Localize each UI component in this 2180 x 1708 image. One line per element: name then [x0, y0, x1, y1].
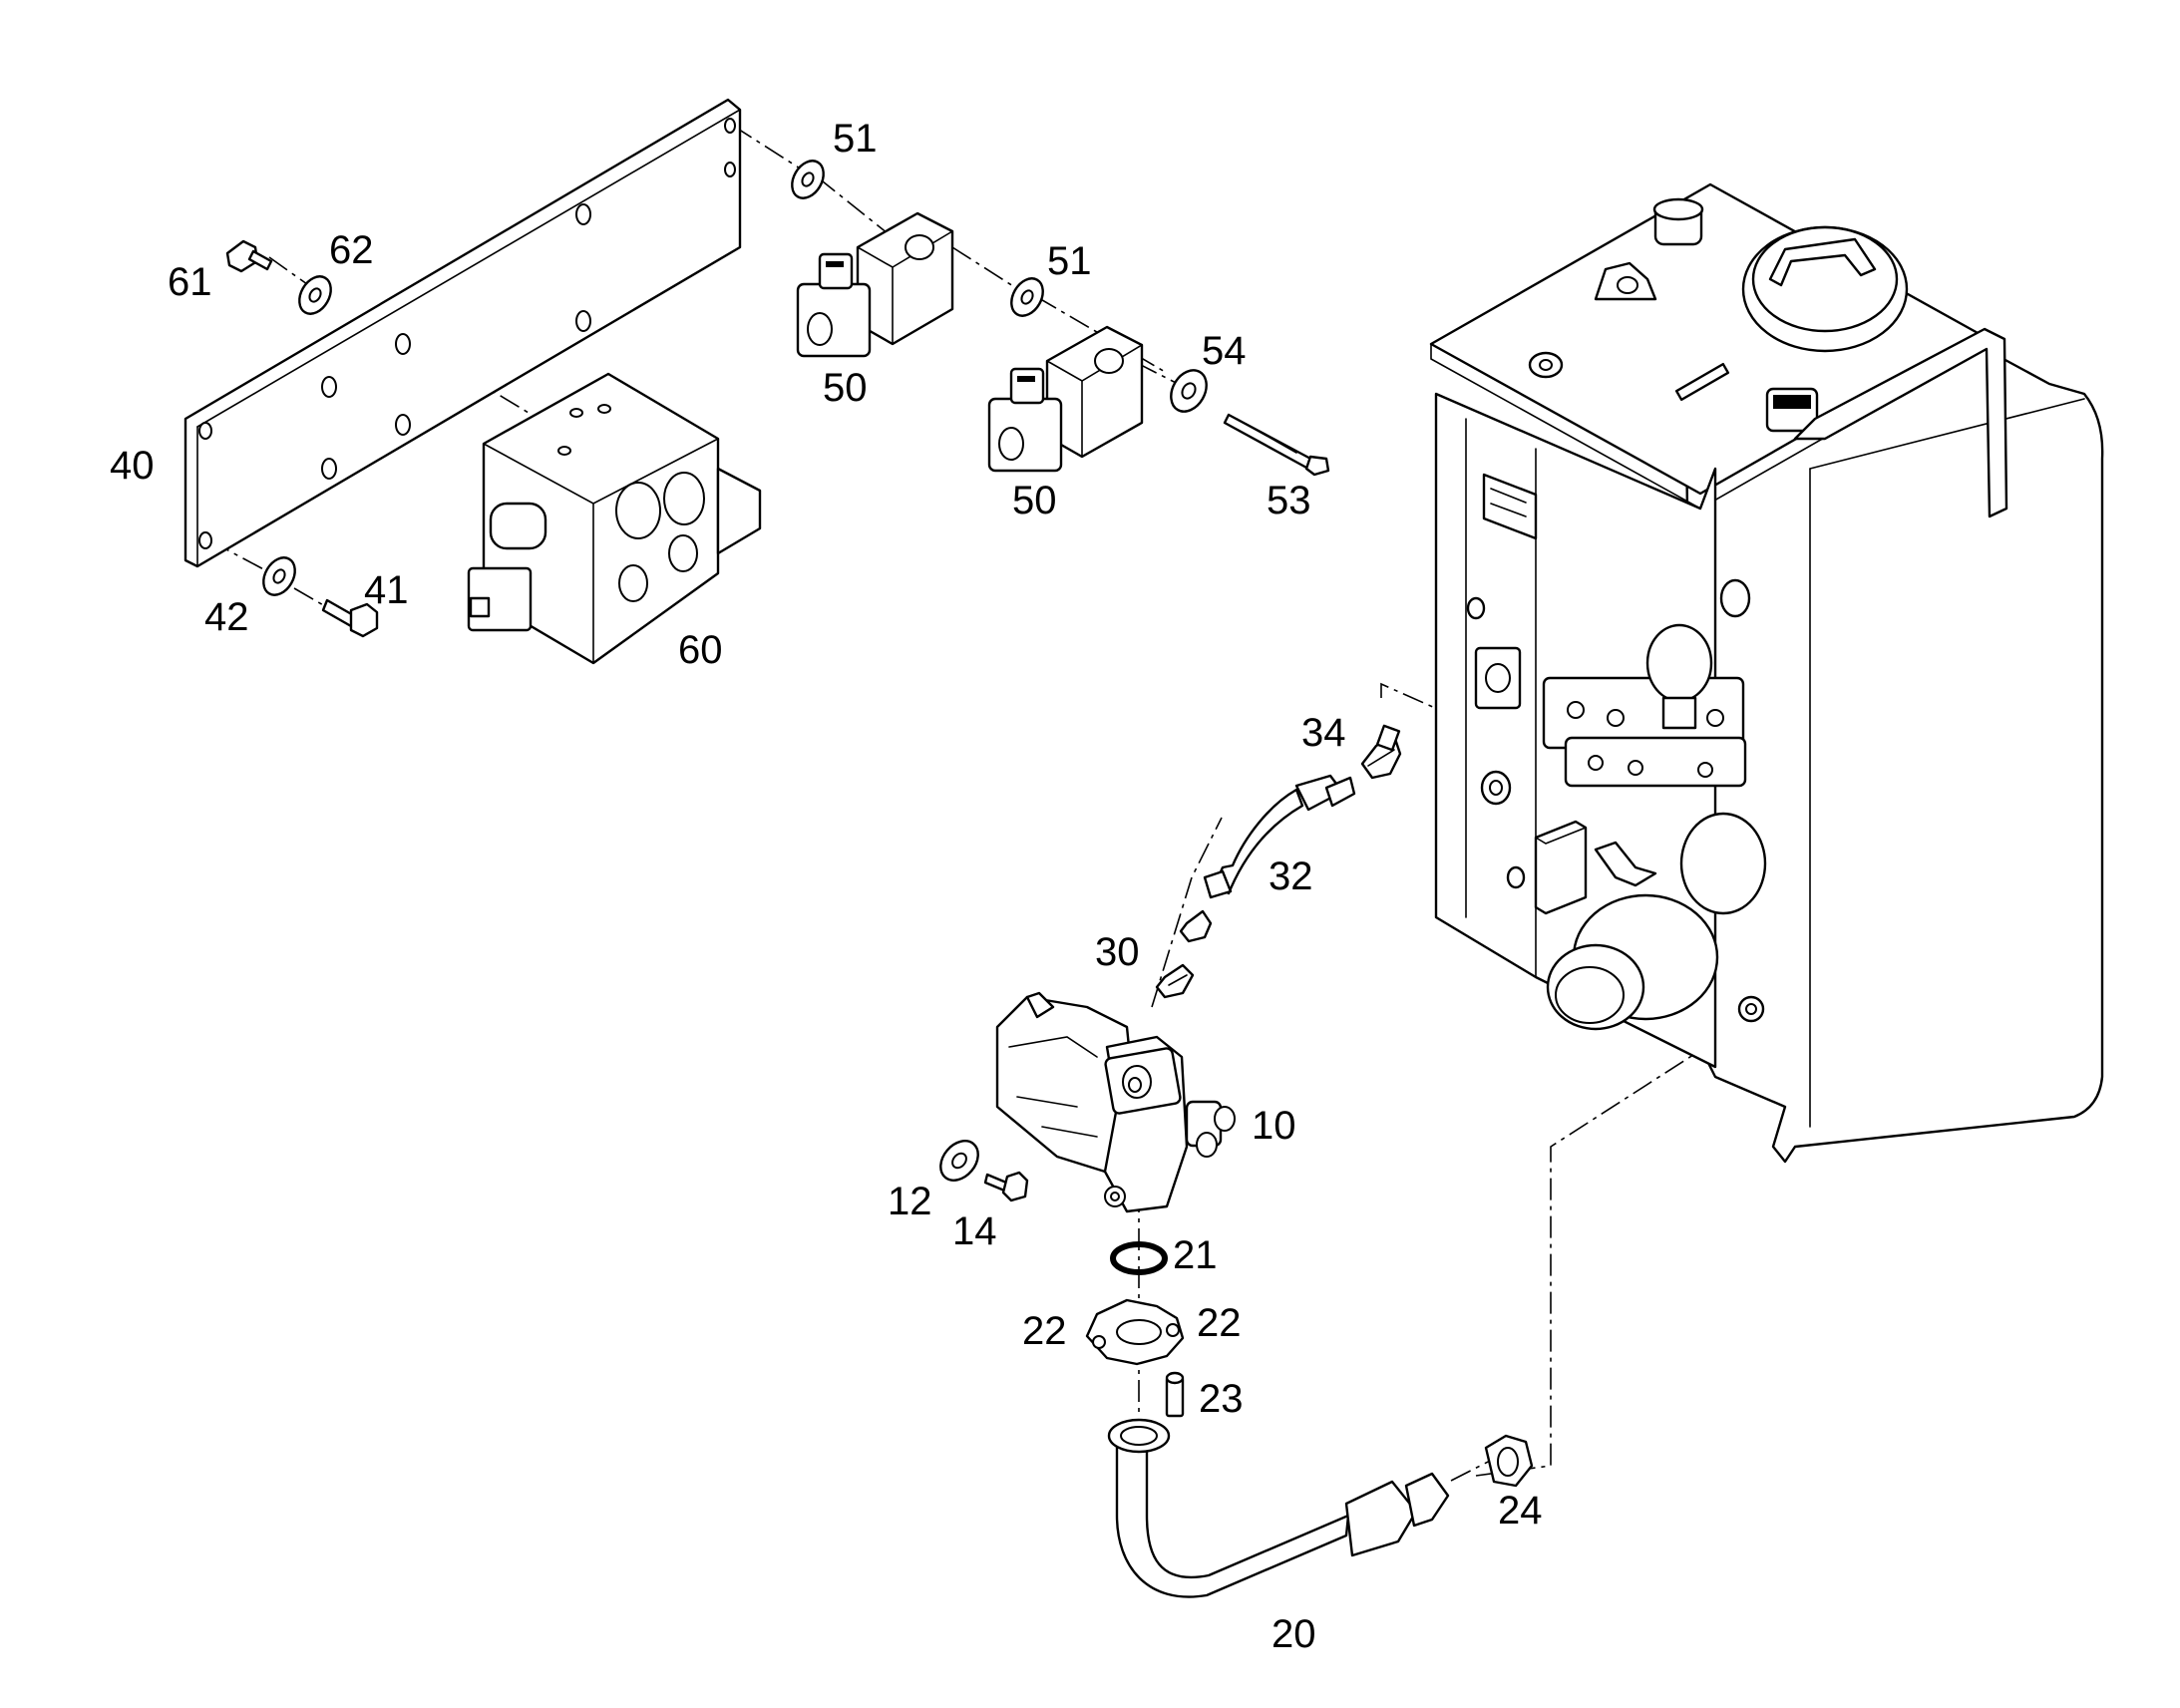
suction-hose-20: [1107, 1418, 1450, 1598]
callout-10: 10: [1252, 1104, 1296, 1148]
mounting-plate-40: [183, 98, 742, 568]
fitting-24: [1484, 1434, 1534, 1488]
callout-41: 41: [364, 568, 409, 612]
washer-54: [1170, 369, 1208, 413]
callout-54: 54: [1202, 329, 1247, 373]
callout-62: 62: [329, 228, 374, 272]
washer-51a: [791, 160, 825, 199]
washer-62: [298, 275, 332, 315]
screw-23: [1165, 1371, 1185, 1418]
callout-34: 34: [1301, 711, 1346, 755]
callout-21: 21: [1173, 1233, 1218, 1277]
hose-32: [1203, 774, 1356, 899]
callout-60: 60: [678, 628, 723, 672]
callout-24: 24: [1498, 1489, 1543, 1533]
solenoid-valve-50a: [796, 211, 954, 358]
washer-42: [262, 556, 296, 596]
callout-51-lower: 51: [1047, 239, 1092, 283]
callout-30: 30: [1095, 930, 1140, 974]
callout-14: 14: [952, 1209, 997, 1253]
callout-50-lower: 50: [1012, 479, 1057, 522]
callout-42: 42: [204, 595, 249, 639]
o-ring-21: [1110, 1241, 1168, 1275]
adapter-30: [1155, 909, 1213, 999]
callout-22-right: 22: [1197, 1301, 1242, 1345]
callout-labels: 10 12 14 20 21 22 22 23 24 30 32 34 40 4…: [110, 117, 1543, 1656]
bolt-61: [225, 239, 273, 273]
hydraulic-tank: [1429, 182, 2104, 1164]
hydraulic-pump-10: [995, 991, 1236, 1213]
tie-bolt-53: [1223, 413, 1330, 477]
callout-32: 32: [1269, 854, 1313, 898]
elbow-fitting-34: [1360, 724, 1402, 780]
valve-block-60: [467, 372, 762, 665]
flange-clamp-22: [1085, 1298, 1185, 1366]
washer-51b: [1010, 277, 1044, 317]
bolt-41: [321, 598, 379, 638]
callout-40: 40: [110, 444, 155, 488]
callout-12: 12: [888, 1180, 932, 1223]
callout-20: 20: [1272, 1612, 1316, 1656]
callout-23: 23: [1199, 1377, 1244, 1421]
callout-53: 53: [1267, 479, 1311, 522]
washer-12: [939, 1140, 979, 1182]
solenoid-valve-50b: [987, 325, 1144, 473]
callout-61: 61: [168, 260, 212, 304]
bolt-14: [983, 1171, 1029, 1202]
callout-22-left: 22: [1022, 1309, 1067, 1353]
callout-50-upper: 50: [823, 366, 868, 410]
callout-51-upper: 51: [833, 117, 878, 161]
